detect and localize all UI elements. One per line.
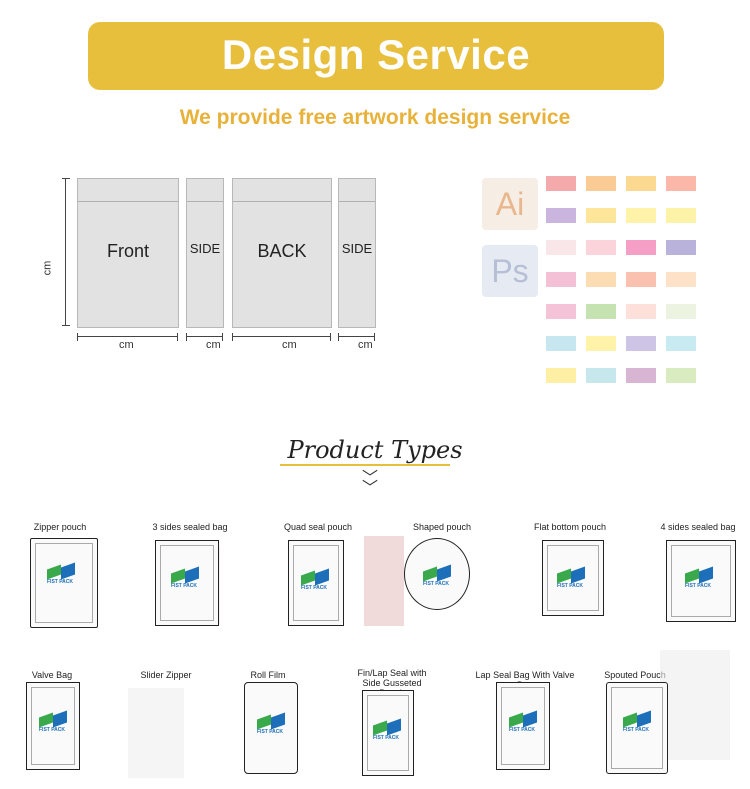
product-label: Quad seal pouch [283, 522, 353, 532]
color-swatch [626, 304, 656, 319]
color-swatch [586, 208, 616, 223]
color-swatch [666, 208, 696, 223]
fist-pack-logo: FIST PACK [685, 566, 715, 591]
color-swatch [586, 240, 616, 255]
color-swatch [666, 368, 696, 383]
spouted-pouch-image: FIST PACK [606, 682, 668, 774]
color-swatch [666, 304, 696, 319]
fist-pack-logo: FIST PACK [39, 710, 69, 735]
product-label: Valve Bag [31, 670, 73, 680]
color-swatch [626, 336, 656, 351]
background-bag [364, 536, 404, 626]
color-swatch [546, 176, 576, 191]
color-swatch [586, 368, 616, 383]
lap-seal-valve-bag-image: FIST PACK [496, 682, 550, 770]
three-side-sealed-bag-image: FIST PACK [155, 540, 219, 626]
panel-label: SIDE [341, 241, 373, 256]
chevron-down-icon: ﹀﹀ [362, 470, 379, 497]
vertical-dimension-label: cm [41, 260, 54, 276]
gusseted-pouch-image: FIST PACK [362, 690, 414, 776]
fist-pack-logo: FIST PACK [623, 710, 653, 735]
quad-seal-pouch-image: FIST PACK [288, 540, 344, 626]
color-swatch [546, 208, 576, 223]
panel-label: BACK [257, 241, 307, 261]
color-swatch [586, 176, 616, 191]
color-swatch [586, 272, 616, 287]
product-label: Shaped pouch [412, 522, 472, 532]
banner-title: Design Service [221, 31, 531, 78]
subtitle: We provide free artwork design service [179, 106, 571, 129]
product-label: 3 sides sealed bag [152, 522, 228, 532]
color-swatch [586, 304, 616, 319]
fist-pack-logo: FIST PACK [557, 566, 587, 591]
flat-bottom-pouch-image: FIST PACK [542, 540, 604, 616]
dimension-line [232, 333, 331, 341]
zipper-pouch-image: FIST PACK [30, 538, 98, 628]
fist-pack-logo: FIST PACK [423, 564, 453, 589]
title-underline [280, 464, 450, 466]
product-label: Roll Film [250, 670, 286, 680]
panel-back: BACK [232, 178, 332, 328]
fist-pack-logo: FIST PACK [171, 566, 201, 591]
panel-label: Front [106, 241, 149, 261]
product-label: Spouted Pouch [604, 670, 666, 680]
panel-side-left: SIDE [186, 178, 224, 328]
color-swatch [626, 368, 656, 383]
color-swatch [586, 336, 616, 351]
color-swatch [666, 336, 696, 351]
dimension-label: cm [358, 339, 373, 351]
dimension-label: cm [206, 339, 221, 351]
product-label: Flat bottom pouch [533, 522, 607, 532]
color-swatch [546, 336, 576, 351]
color-swatch [546, 304, 576, 319]
dimension-line [77, 333, 178, 341]
four-side-sealed-bag-image: FIST PACK [666, 540, 736, 622]
fist-pack-logo: FIST PACK [373, 718, 403, 743]
photoshop-icon: Ps [482, 245, 538, 297]
color-swatch [546, 272, 576, 287]
color-swatch [546, 368, 576, 383]
color-swatch [626, 272, 656, 287]
slider-zipper-image [128, 688, 184, 778]
vertical-dimension [62, 178, 70, 326]
shaped-pouch-image: FIST PACK [404, 538, 470, 610]
design-service-banner: Design Service [88, 22, 664, 90]
dimension-label: cm [282, 339, 297, 351]
color-swatch [626, 176, 656, 191]
panel-front: Front [77, 178, 179, 328]
fist-pack-logo: FIST PACK [257, 712, 287, 737]
color-swatch [626, 240, 656, 255]
dimension-line [338, 333, 375, 341]
roll-film-image: FIST PACK [244, 682, 298, 774]
product-label: 4 sides sealed bag [660, 522, 736, 532]
product-types-title: Product Types [287, 436, 463, 464]
color-swatch [666, 272, 696, 287]
fist-pack-logo: FIST PACK [301, 568, 331, 593]
color-swatch [546, 240, 576, 255]
panel-side-right: SIDE [338, 178, 376, 328]
valve-bag-image: FIST PACK [26, 682, 80, 770]
dimension-label: cm [119, 339, 134, 351]
color-swatch [666, 240, 696, 255]
color-swatch [626, 208, 656, 223]
product-label: Slider Zipper [140, 670, 192, 680]
color-swatch [666, 176, 696, 191]
panel-label: SIDE [189, 241, 221, 256]
product-label: Zipper pouch [33, 522, 87, 532]
fist-pack-logo: FIST PACK [47, 562, 77, 587]
dimension-line [186, 333, 223, 341]
background-bag [660, 650, 730, 760]
fist-pack-logo: FIST PACK [509, 710, 539, 735]
illustrator-icon: Ai [482, 178, 538, 230]
